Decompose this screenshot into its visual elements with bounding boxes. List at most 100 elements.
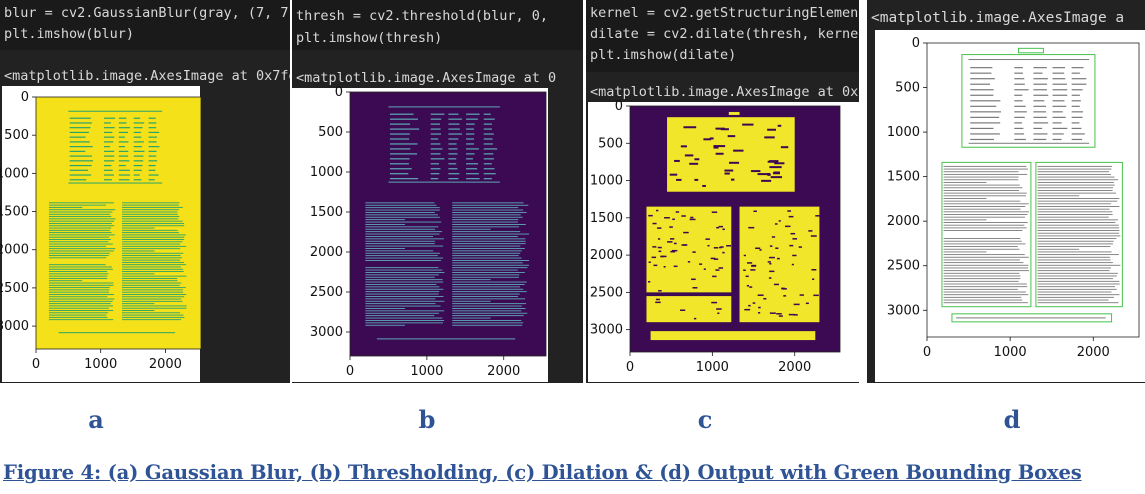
text-line	[365, 274, 439, 276]
table-text	[970, 133, 1000, 135]
text-line	[48, 243, 113, 245]
text-line	[943, 206, 1026, 207]
text-line	[48, 236, 110, 238]
text-line	[943, 192, 1027, 194]
blob-gap	[683, 244, 687, 246]
text-line	[48, 266, 112, 268]
table-text	[466, 163, 479, 165]
text-line	[943, 291, 1026, 293]
table-text	[970, 67, 993, 69]
blob-gap	[664, 217, 670, 219]
panel-letter-d: d	[1003, 405, 1021, 434]
text-line	[452, 291, 527, 293]
table-text	[69, 146, 93, 148]
text-line	[48, 213, 111, 215]
blob-gap	[783, 295, 787, 297]
text-line	[365, 212, 435, 213]
table-text	[483, 168, 495, 170]
text-line	[1037, 243, 1114, 245]
text-line	[452, 281, 527, 283]
output-text: <matplotlib.image.AxesImage at 0x7fe7180…	[4, 68, 290, 84]
text-line	[943, 211, 1029, 213]
table-text	[389, 163, 409, 165]
table-text	[430, 173, 440, 175]
table-text	[148, 150, 157, 152]
table-text	[483, 158, 494, 160]
text-line	[1037, 286, 1115, 288]
panel-a: blur = cv2.GaussianBlur(gray, (7, 7), 0)…	[0, 0, 290, 383]
code-line: plt.imshow(blur)	[4, 26, 135, 42]
panel-b: thresh = cv2.threshold(blur, 0, plt.imsh…	[292, 0, 583, 383]
blob-gap	[671, 249, 678, 252]
text-line	[122, 298, 182, 300]
table-text	[148, 155, 157, 157]
blob-gap	[713, 258, 719, 260]
text-line	[365, 312, 439, 314]
table-text	[103, 169, 113, 171]
text-line	[1037, 176, 1115, 178]
text-line	[122, 266, 181, 268]
table-text	[69, 122, 92, 124]
text-line	[48, 250, 115, 252]
blob-gap	[744, 308, 751, 311]
text-line	[1037, 280, 1120, 282]
blob-gap	[684, 154, 694, 157]
y-tick-label: 1500	[310, 205, 343, 220]
blob-gap	[743, 269, 746, 271]
table-text	[483, 148, 498, 150]
table-text	[970, 78, 995, 80]
table-text	[1033, 67, 1047, 69]
text-line	[452, 317, 491, 319]
blob-gap	[709, 137, 714, 140]
table-text	[133, 174, 140, 176]
text-line	[943, 203, 1029, 205]
table-text	[148, 117, 156, 119]
blob-gap	[748, 304, 751, 307]
table-text	[1052, 83, 1067, 85]
text-line	[943, 299, 1023, 301]
blob-gap	[790, 232, 796, 235]
text-line	[452, 298, 526, 300]
table-text	[118, 122, 127, 124]
text-line	[452, 219, 519, 221]
text-line	[122, 245, 187, 247]
x-tick-label: 1000	[84, 357, 117, 372]
blob-gap	[703, 268, 706, 270]
text-line	[365, 228, 436, 230]
blob-gap	[733, 149, 744, 152]
text-line	[48, 227, 112, 229]
table-text	[448, 178, 459, 180]
table-text	[148, 131, 160, 134]
table-text	[970, 127, 994, 130]
text-line	[1037, 203, 1111, 205]
text-line	[1037, 296, 1114, 298]
footer-text	[376, 338, 516, 340]
blob-gap	[669, 173, 678, 176]
text-line	[943, 214, 1028, 215]
y-tick-label: 500	[895, 81, 920, 96]
text-line	[1037, 291, 1112, 293]
text-line	[122, 303, 155, 305]
blob-gap	[773, 283, 780, 286]
blob-gap	[764, 136, 775, 139]
blob-gap	[767, 261, 771, 263]
text-line	[365, 257, 444, 259]
table-text	[389, 148, 411, 150]
table-text	[389, 178, 419, 180]
text-line	[365, 272, 445, 273]
table-text	[448, 148, 458, 150]
table-text	[430, 133, 442, 135]
text-line	[48, 273, 109, 275]
text-line	[48, 314, 107, 316]
table-text	[1033, 122, 1049, 124]
text-line	[122, 252, 184, 254]
blob-gap	[778, 220, 781, 222]
table-text	[133, 131, 142, 134]
footer-text	[956, 317, 1106, 319]
text-line	[365, 209, 440, 211]
table-text	[483, 153, 494, 155]
text-line	[365, 226, 439, 228]
